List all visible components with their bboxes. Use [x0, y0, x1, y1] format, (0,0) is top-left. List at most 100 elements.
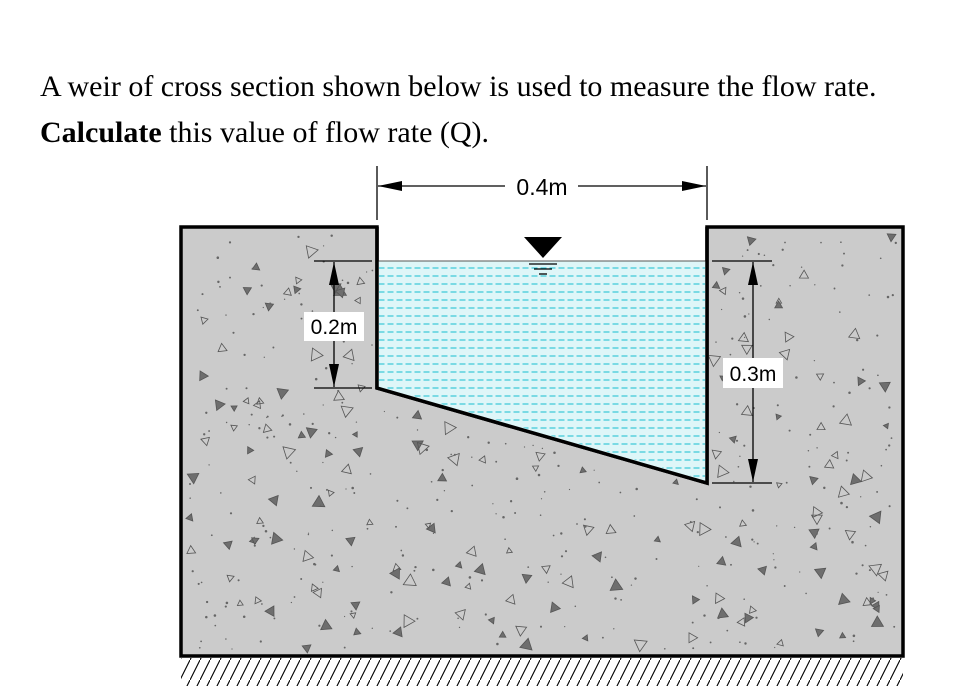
aggregate-dot	[450, 509, 453, 513]
aggregate-stone	[478, 455, 486, 464]
aggregate-dot	[366, 527, 369, 530]
aggregate-dot	[774, 646, 776, 649]
aggregate-dot	[823, 486, 826, 490]
aggregate-dot	[324, 367, 328, 370]
aggregate-dot	[318, 624, 321, 627]
aggregate-dot	[619, 491, 622, 494]
aggregate-dot	[527, 566, 530, 568]
aggregate-dot	[560, 573, 562, 575]
question-line-2: Calculate this value of flow rate (Q).	[40, 110, 970, 156]
question-line-2-rest: this value of flow rate (Q).	[161, 116, 490, 149]
aggregate-dot	[401, 554, 405, 557]
aggregate-dot	[729, 353, 732, 356]
aggregate-stone	[324, 448, 334, 458]
aggregate-dot	[774, 566, 777, 569]
aggregate-stone	[716, 555, 727, 566]
aggregate-dot	[330, 234, 333, 237]
aggregate-stone	[823, 458, 835, 469]
aggregate-stone	[847, 327, 861, 340]
aggregate-dot	[753, 541, 755, 543]
aggregate-dot	[814, 284, 816, 286]
aggregate-stone	[185, 513, 194, 522]
aggregate-dot	[718, 431, 721, 434]
aggregate-dot	[691, 621, 694, 624]
aggregate-dot	[229, 512, 233, 515]
aggregate-dot	[611, 576, 613, 579]
aggregate-dot	[413, 569, 416, 572]
aggregate-stone	[222, 540, 233, 551]
aggregate-dot	[290, 601, 293, 604]
aggregate-dot	[868, 294, 871, 296]
aggregate-dot	[532, 444, 534, 447]
right-depth-label: 0.3m	[730, 363, 777, 386]
aggregate-dot	[848, 391, 851, 395]
aggregate-stone	[301, 644, 312, 654]
aggregate-dot	[225, 601, 229, 605]
aggregate-dot	[514, 512, 517, 514]
aggregate-dot	[515, 477, 519, 480]
aggregate-stone	[837, 485, 851, 498]
aggregate-dot	[450, 453, 452, 456]
aggregate-dot	[496, 642, 499, 646]
aggregate-dot	[371, 344, 373, 346]
aggregate-stone	[498, 630, 507, 638]
aggregate-stone	[200, 436, 210, 447]
aggregate-stone	[356, 276, 366, 286]
aggregate-dot	[776, 404, 779, 407]
aggregate-dot	[322, 461, 324, 464]
water-surface-symbol	[524, 237, 562, 275]
aggregate-stone	[730, 535, 742, 548]
aggregate-stone	[857, 376, 867, 387]
aggregate-stone	[454, 609, 466, 621]
aggregate-dot	[307, 532, 310, 534]
aggregate-stone	[295, 276, 303, 285]
aggregate-dot	[807, 450, 810, 452]
aggregate-stone	[728, 435, 737, 444]
aggregate-dot	[250, 413, 253, 416]
aggregate-dot	[389, 630, 392, 632]
aggregate-dot	[432, 568, 435, 572]
aggregate-stone	[707, 354, 722, 368]
aggregate-dot	[457, 617, 459, 620]
aggregate-dot	[383, 410, 385, 413]
aggregate-dot	[337, 389, 340, 392]
aggregate-dot	[189, 497, 191, 499]
aggregate-dot	[893, 625, 896, 628]
aggregate-dot	[717, 616, 720, 620]
aggregate-dot	[749, 485, 752, 488]
aggregate-dot	[289, 461, 292, 464]
aggregate-dot	[252, 312, 255, 316]
aggregate-dot	[191, 570, 194, 573]
aggregate-dot	[197, 582, 200, 585]
aggregate-dot	[205, 411, 208, 414]
aggregate-stone	[872, 604, 880, 614]
aggregate-dot	[264, 530, 268, 533]
aggregate-dot	[350, 610, 353, 613]
aggregate-stone	[389, 567, 400, 580]
aggregate-dot	[633, 515, 636, 517]
aggregate-dot	[328, 432, 331, 435]
aggregate-dot	[730, 563, 732, 566]
aggregate-dot	[283, 298, 286, 300]
aggregate-dot	[739, 641, 741, 644]
aggregate-dot	[346, 281, 350, 285]
aggregate-dot	[220, 492, 222, 494]
aggregate-dot	[594, 554, 597, 557]
aggregate-dot	[735, 439, 739, 442]
aggregate-stone	[446, 452, 460, 467]
aggregate-stone	[340, 463, 352, 475]
aggregate-dot	[598, 481, 601, 484]
aggregate-dot	[698, 565, 700, 567]
aggregate-dot	[820, 241, 822, 244]
aggregate-dot	[330, 554, 333, 557]
aggregate-stone	[683, 520, 696, 533]
aggregate-dot	[868, 569, 871, 572]
question-line-1: A weir of cross section shown below is u…	[40, 70, 877, 103]
aggregate-dot	[537, 473, 541, 477]
aggregate-dot	[614, 597, 617, 600]
aggregate-dot	[833, 381, 835, 384]
aggregate-dot	[293, 548, 296, 550]
aggregate-stone	[444, 421, 458, 436]
aggregate-dot	[225, 387, 228, 390]
aggregate-dot	[869, 525, 872, 528]
